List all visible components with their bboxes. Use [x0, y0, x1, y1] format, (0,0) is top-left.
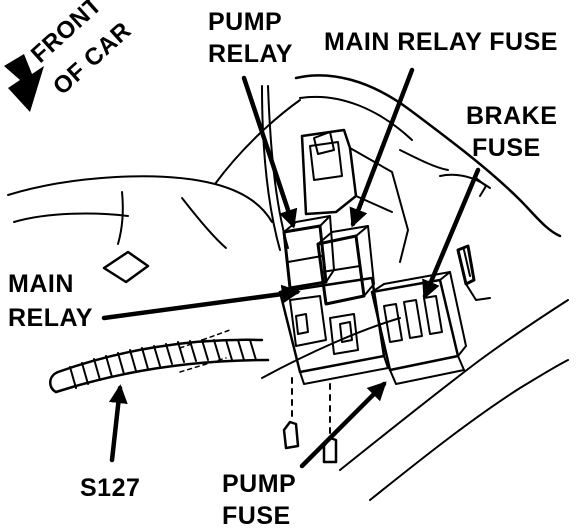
main-relay-fuse-arrow	[349, 67, 415, 228]
wire-harness-s127	[49, 338, 270, 394]
s127-arrow	[108, 384, 128, 463]
main-relay-label-line1: MAIN	[8, 270, 74, 298]
pump-relay-arrow	[241, 75, 298, 229]
pump-fuse-label-line1: PUMP	[222, 470, 296, 498]
main-relay-fuse-label: MAIN RELAY FUSE	[324, 28, 558, 56]
pump-relay-label-line1: PUMP	[208, 8, 282, 36]
main-relay-label-line2: RELAY	[8, 304, 93, 332]
pump-relay-label-line2: RELAY	[208, 40, 293, 68]
lower-panel-lines	[179, 299, 569, 501]
front-of-car-label: FRONT OF CAR	[26, 0, 137, 100]
relay-block-assembly	[261, 85, 491, 385]
car-body-outline	[7, 74, 562, 249]
main-relay	[316, 225, 375, 306]
brake-fuse-label-line1: BRAKE	[466, 102, 557, 130]
pump-relay	[282, 215, 335, 290]
pump-fuse-arrow	[299, 381, 387, 469]
fuse-removal-indicators	[282, 377, 338, 464]
brake-fuse-label-line2: FUSE	[472, 134, 541, 162]
fuse-block	[370, 271, 467, 385]
pump-fuse-label-line2: FUSE	[222, 502, 291, 528]
main-relay-arrow	[101, 284, 301, 321]
brake-fuse-arrow	[422, 167, 481, 300]
s127-label: S127	[80, 474, 140, 502]
grommet-diamond	[102, 250, 150, 284]
front-of-car-arrow-icon	[4, 54, 44, 112]
callout-arrows	[101, 67, 481, 469]
